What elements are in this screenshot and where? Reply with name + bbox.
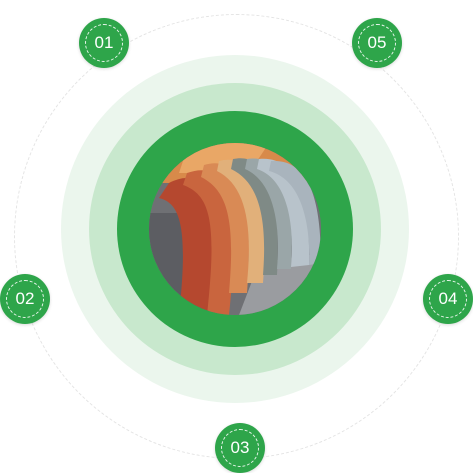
step-badge-01-label: 01 — [94, 33, 114, 52]
center-product-photo — [149, 143, 321, 315]
step-badge-03-label: 03 — [230, 438, 250, 457]
step-badge-02-label: 02 — [15, 289, 35, 308]
step-badge-04-label: 04 — [438, 289, 458, 308]
step-badge-05[interactable]: 05 — [352, 18, 402, 68]
step-badge-04[interactable]: 04 — [423, 274, 473, 324]
step-badge-03[interactable]: 03 — [215, 423, 265, 473]
step-badge-02[interactable]: 02 — [0, 274, 50, 324]
step-badge-05-label: 05 — [367, 33, 387, 52]
step-badge-01[interactable]: 01 — [79, 18, 129, 68]
roofing-sheets-image — [149, 143, 321, 315]
